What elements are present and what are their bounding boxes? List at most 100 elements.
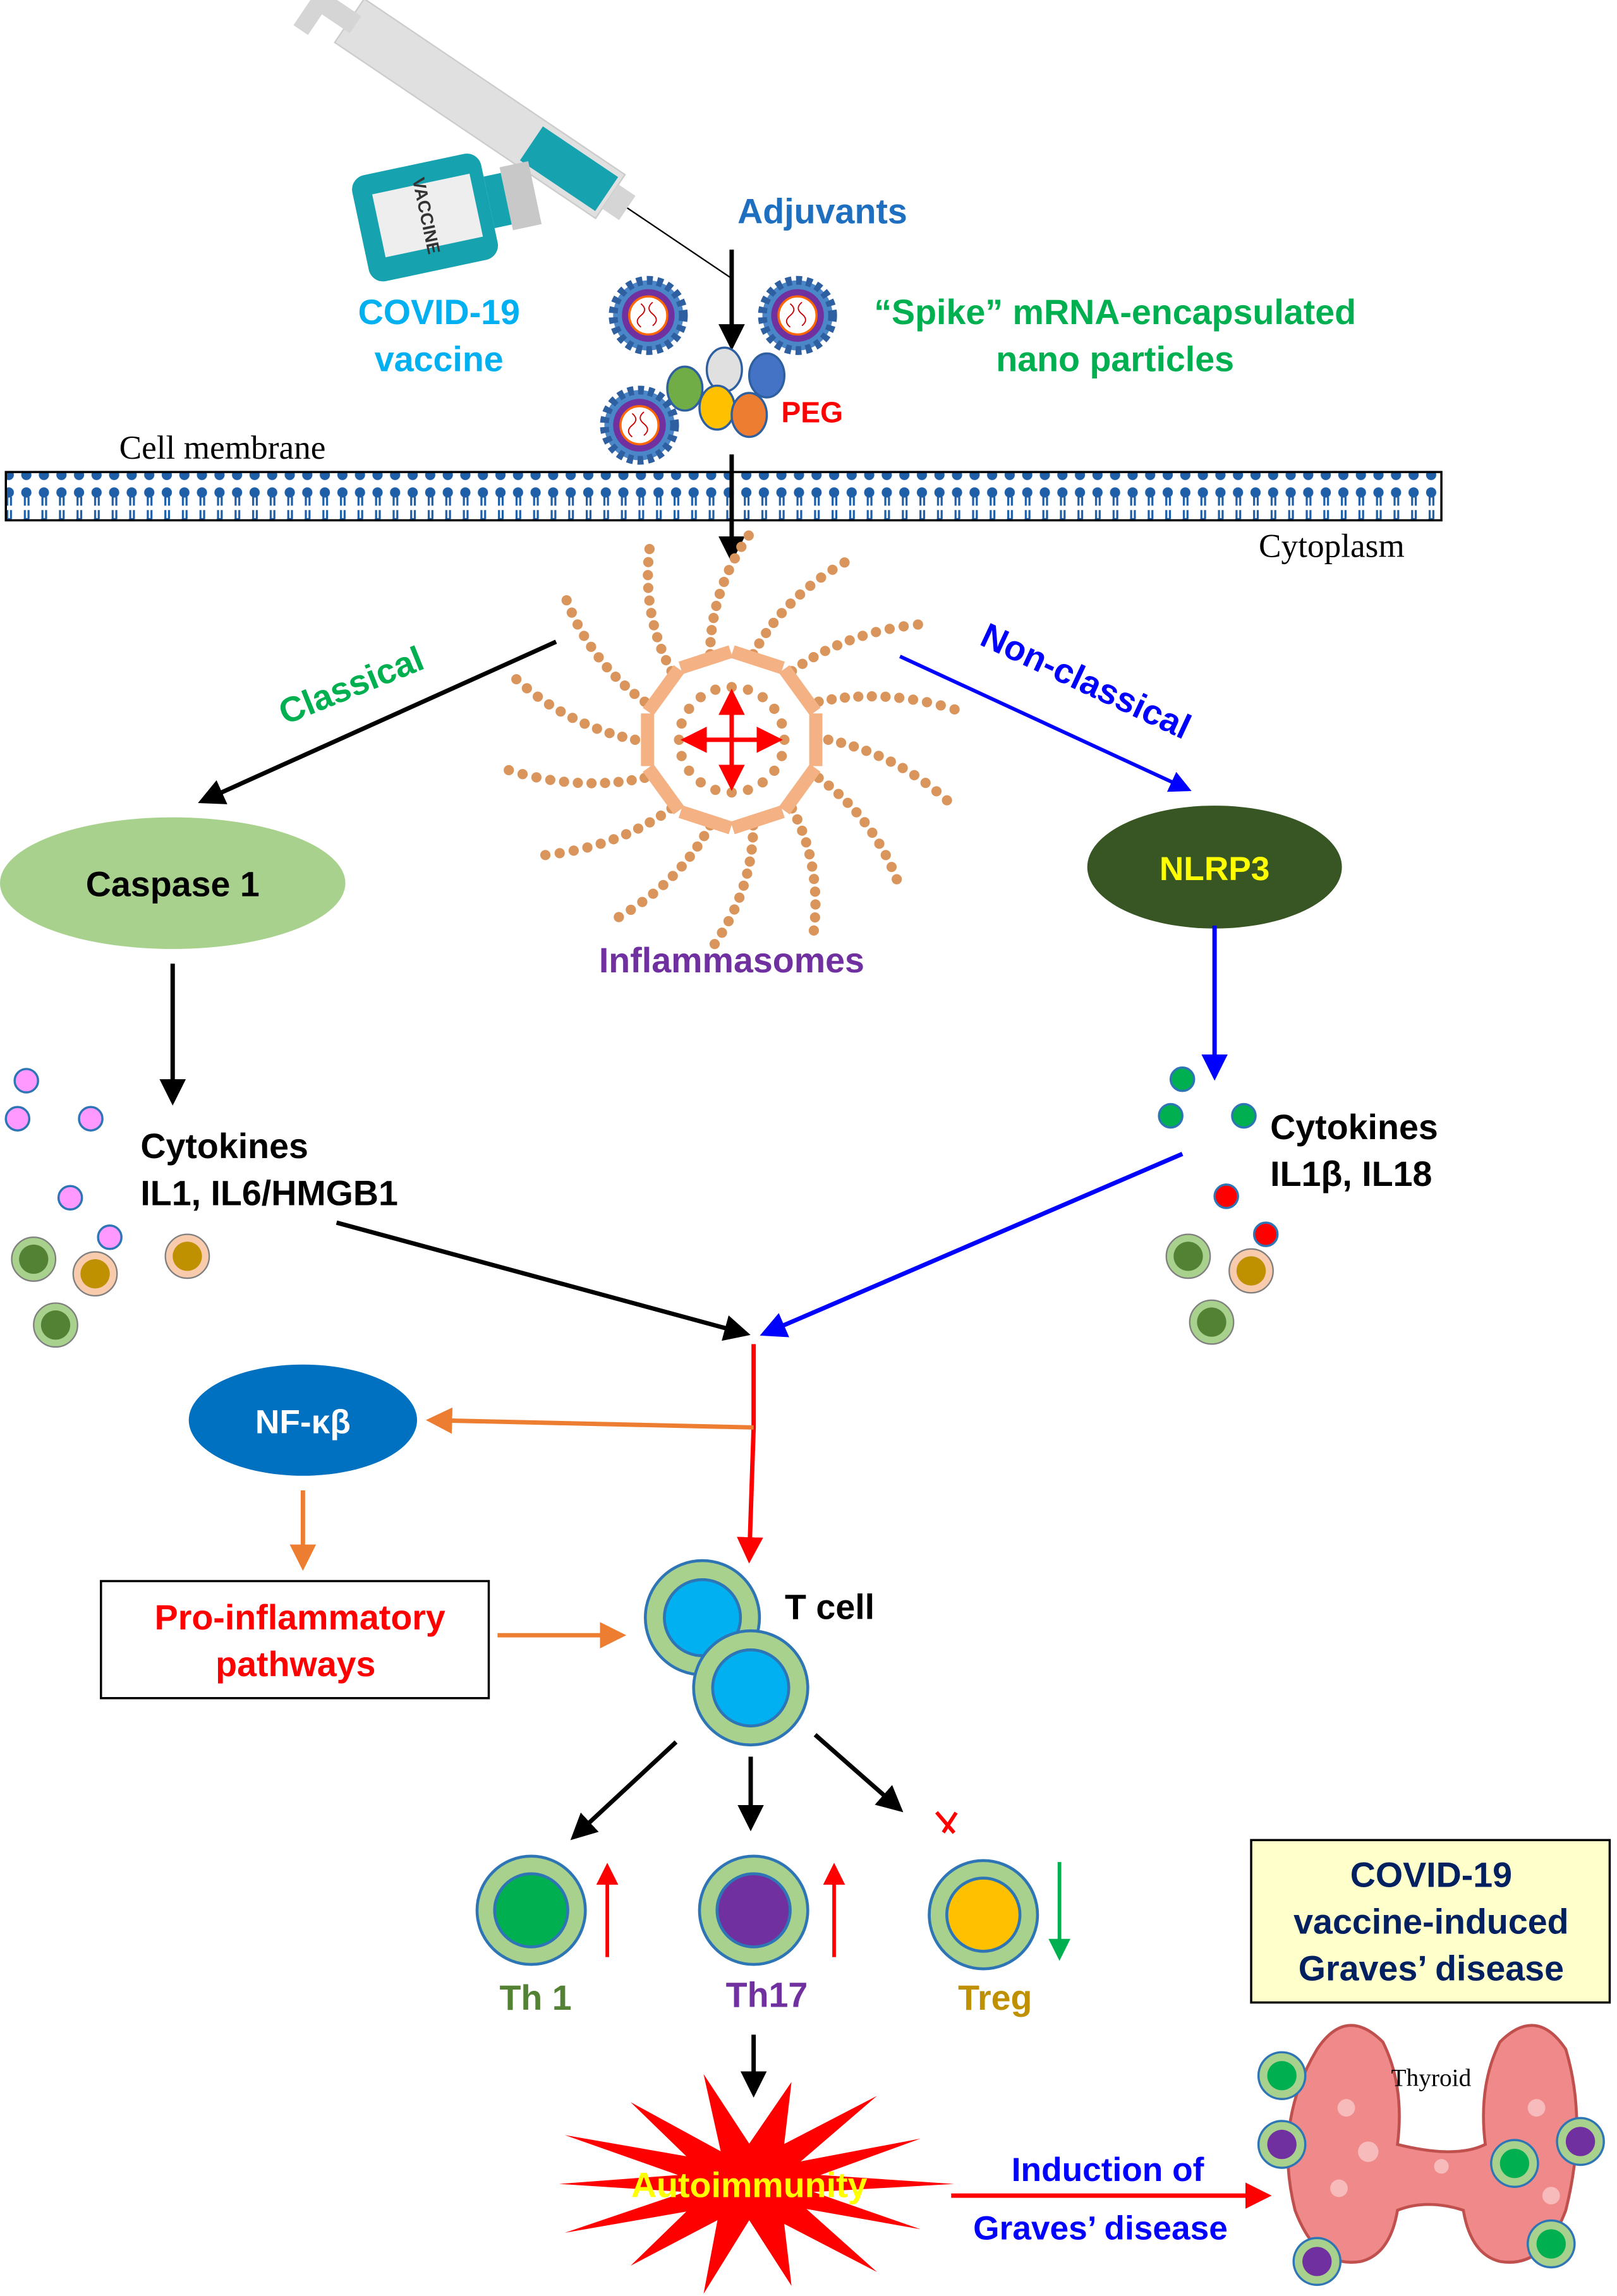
immune-cells-around-thyroid bbox=[1257, 2051, 1605, 2287]
inflammasome-bead bbox=[643, 583, 653, 593]
arrow-right-cytokines bbox=[760, 1152, 1184, 1338]
cytokine-particle bbox=[78, 1106, 104, 1132]
inflammasome-bead bbox=[593, 652, 604, 663]
nanoparticle-label-2: nano particles bbox=[996, 339, 1234, 378]
syringe-icon bbox=[293, 0, 732, 279]
inflammasome-bead bbox=[742, 684, 753, 695]
inflammasome-bead bbox=[714, 588, 725, 600]
inflammasome-bead bbox=[648, 888, 658, 899]
inflammasome-bead bbox=[609, 834, 619, 845]
inflammasome-bead bbox=[645, 817, 655, 828]
immune-cell-nucleus bbox=[1267, 2061, 1297, 2091]
inflammasome-bead bbox=[591, 723, 602, 734]
cytokines-right-label-1: Cytokines bbox=[1270, 1108, 1438, 1147]
inflammasome-bead bbox=[531, 772, 542, 783]
immune-cell-nucleus bbox=[1236, 1256, 1266, 1286]
inflammasome-bead bbox=[695, 692, 706, 703]
inflammasome-bead bbox=[823, 734, 833, 745]
inflammasome-bead bbox=[613, 776, 624, 787]
inflammasome-bead bbox=[866, 691, 877, 702]
inflammasome-segment bbox=[730, 645, 785, 675]
caspase-1-label: Caspase 1 bbox=[86, 865, 260, 904]
inflammasome-bead bbox=[717, 927, 727, 938]
conclusion-box bbox=[1250, 1839, 1611, 2004]
inflammasome-bead bbox=[880, 850, 891, 861]
inflammasome-bead bbox=[898, 621, 909, 632]
inflammasome-bead bbox=[532, 691, 543, 702]
th1-label: Th 1 bbox=[499, 1978, 571, 2017]
inflammasome-bead bbox=[942, 795, 952, 806]
arrow-to-tcell bbox=[737, 1344, 763, 1564]
inflammasome-bead bbox=[660, 655, 672, 665]
inflammasome-bead bbox=[808, 651, 819, 663]
inflammasome-bead bbox=[853, 691, 864, 702]
inflammasome-bead bbox=[839, 692, 851, 703]
inflammasome-bead bbox=[805, 581, 816, 591]
autoimmunity-burst bbox=[559, 2074, 954, 2294]
treg-label: Treg bbox=[958, 1978, 1032, 2017]
inflammasome-bead bbox=[651, 632, 663, 643]
inflammasome-bead bbox=[619, 680, 630, 691]
peg-cluster bbox=[666, 346, 786, 438]
immune-cell-nucleus bbox=[173, 1242, 202, 1271]
induction-label-1: Induction of bbox=[1012, 2151, 1204, 2189]
inflammasome-bead bbox=[744, 856, 755, 867]
immune-cell-nucleus bbox=[1565, 2127, 1596, 2156]
inflammasome-bead bbox=[676, 751, 687, 761]
inflammasome-bead bbox=[648, 620, 659, 631]
cytokine-particle bbox=[1169, 1066, 1196, 1092]
inflammasome-bead bbox=[614, 912, 624, 922]
inflammasome-bead bbox=[561, 595, 572, 606]
inflammasome-bead bbox=[667, 871, 678, 881]
inflammasome-segment bbox=[730, 805, 785, 835]
immune-cell-nucleus bbox=[1173, 1242, 1203, 1271]
inflammasome-bead bbox=[579, 718, 590, 729]
inhibition-bar bbox=[942, 1811, 958, 1834]
cell-membrane bbox=[4, 471, 1443, 522]
inflammasome-bead bbox=[610, 671, 621, 682]
inflammasome-bead bbox=[797, 658, 808, 669]
cytokine-particles bbox=[4, 1066, 1279, 1348]
inflammasome-bead bbox=[827, 694, 837, 704]
inflammasome-bead bbox=[540, 850, 551, 861]
inflammasome-bead bbox=[912, 619, 923, 630]
inflammasome-bead bbox=[835, 737, 847, 748]
inflammasome-bead bbox=[684, 851, 695, 862]
inflammasome-bead bbox=[604, 728, 615, 739]
vaccine-label-1: COVID-19 bbox=[358, 293, 520, 332]
inflammasome-bead bbox=[769, 765, 780, 776]
t-cell-label: T cell bbox=[785, 1588, 875, 1627]
arrow-treg bbox=[813, 1733, 904, 1813]
non-classical-label: Non-classical bbox=[975, 615, 1197, 747]
inflammasome-bead bbox=[809, 886, 821, 897]
inflammasome-bead bbox=[742, 785, 753, 795]
inflammasome-bead bbox=[656, 643, 667, 655]
inflammasome-bead bbox=[874, 838, 885, 849]
inflammasome-bead bbox=[809, 874, 820, 885]
thyroid-label: Thyroid bbox=[1391, 2063, 1471, 2091]
inflammasomes-label: Inflammasomes bbox=[599, 941, 864, 980]
inflammasome-bead bbox=[736, 541, 747, 552]
inflammasome-bead bbox=[545, 775, 555, 785]
inflammasome-bead bbox=[637, 897, 648, 907]
inflammasome-bead bbox=[861, 746, 872, 756]
inflammasome-bead bbox=[626, 904, 636, 915]
inflammasome-bead bbox=[718, 576, 729, 588]
inflammasome-bead bbox=[572, 777, 583, 788]
inflammasome-bead bbox=[559, 776, 569, 787]
inflammasome-bead bbox=[816, 572, 827, 583]
inflammasome-bead bbox=[810, 899, 821, 910]
adjuvants-label: Adjuvants bbox=[737, 191, 907, 231]
inflammasome-bead bbox=[897, 763, 908, 773]
conclusion-line-3: Graves’ disease bbox=[1299, 1949, 1564, 1988]
immune-cell-nucleus bbox=[1302, 2247, 1332, 2276]
inflammasome-bead bbox=[726, 682, 737, 692]
inflammasome-bead bbox=[885, 756, 896, 767]
inflammasome-bead bbox=[827, 564, 838, 575]
inflammasome-bead bbox=[711, 600, 722, 612]
autoimmunity-label: Autoimmunity bbox=[631, 2165, 868, 2204]
inflammasome-bead bbox=[629, 689, 640, 699]
inflammasome-bead bbox=[920, 778, 931, 788]
inflammasome-bead bbox=[644, 543, 655, 555]
inflammasome-segment bbox=[678, 805, 733, 835]
